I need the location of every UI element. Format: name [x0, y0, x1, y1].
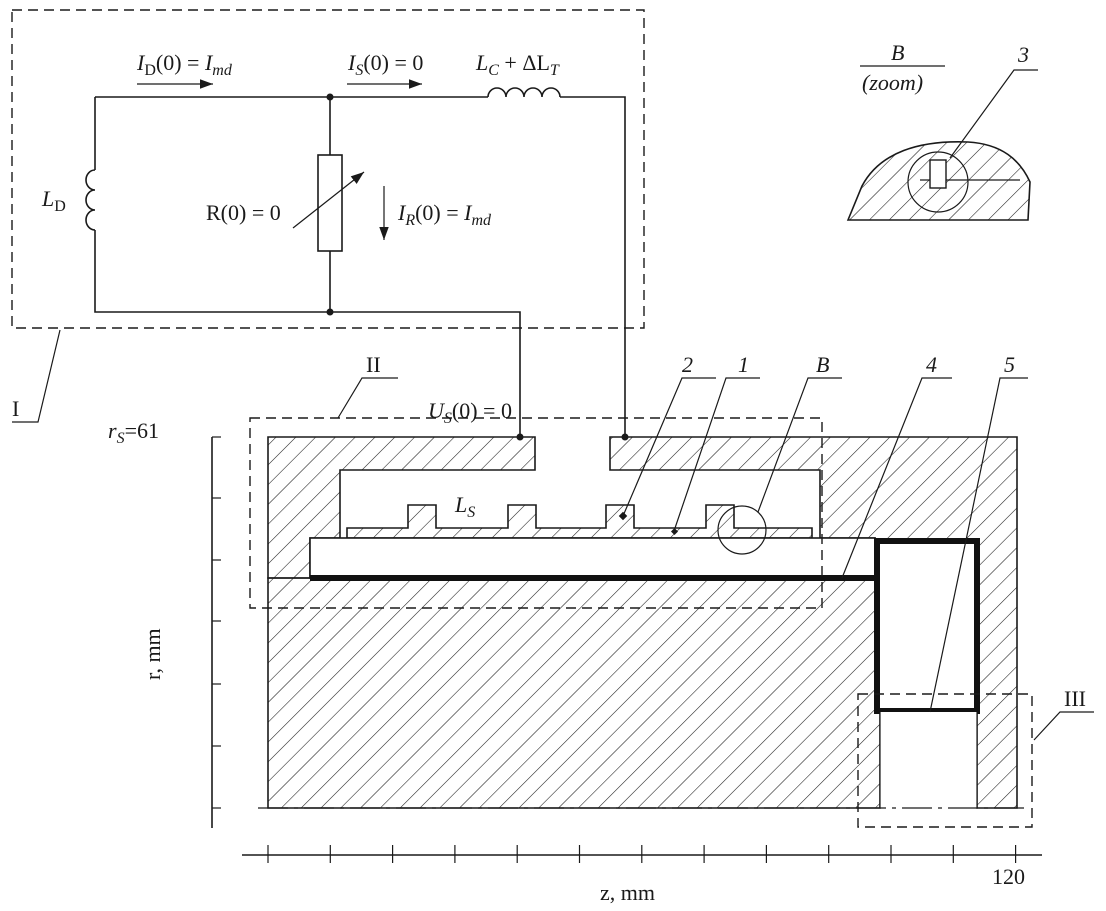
region-ii-label: II [366, 352, 381, 377]
marker-5: 5 [1004, 352, 1015, 377]
label-current-s: IS(0) = 0 [347, 50, 423, 79]
marker-1-leader [673, 377, 760, 532]
label-voltage-s: US(0) = 0 [428, 398, 512, 427]
marker-1-dot [670, 527, 679, 536]
terminal-dot [621, 433, 629, 441]
label-inductance-d: LD [41, 186, 66, 215]
marker-2: 2 [682, 352, 693, 377]
x-axis-label: z, mm [600, 880, 655, 905]
label-current-r: IR(0) = Imd [397, 200, 492, 229]
region-i-label: I [12, 396, 19, 421]
marker-5-leader [929, 377, 1028, 713]
resistor-body [317, 154, 343, 252]
marker-4-leader [841, 377, 952, 579]
axes: rS=61 r, mm z, mm 120 [108, 418, 1042, 905]
main-section: LS [258, 433, 1028, 809]
zoom-subtitle: (zoom) [862, 70, 923, 95]
zoom-title: B [891, 40, 904, 65]
region-iii-label: III [1064, 686, 1086, 711]
zoom-view: B (zoom) 3 [846, 40, 1038, 221]
region-ii-leader [337, 377, 398, 419]
marker-b: B [816, 352, 829, 377]
inductor-ld-coil [85, 169, 96, 231]
y-ticks [212, 436, 221, 809]
marker-1: 1 [738, 352, 749, 377]
lower-slot [880, 712, 977, 808]
thick-conductor-block [874, 538, 980, 714]
x-ticks [267, 845, 1017, 863]
zoom-slot [929, 159, 947, 189]
region-ii-boundary [249, 417, 823, 609]
junction-dot [326, 308, 334, 316]
region-b-circle [717, 505, 767, 555]
junction-dot [326, 93, 334, 101]
region-i-leader [12, 329, 61, 423]
label-inductance-c: LC + ΔLT [475, 50, 560, 79]
marker-b-leader [757, 377, 842, 513]
region-iii-boundary [857, 693, 1033, 828]
right-wire [560, 96, 626, 437]
inductor-lc-coil [487, 87, 561, 98]
terminal-dot [516, 433, 524, 441]
cavity-floor [346, 504, 813, 539]
zoom-marker-leader [949, 69, 1038, 159]
circuit-region: ID(0) = Imd IS(0) = 0 LC + ΔLT LD R(0) =… [11, 9, 645, 437]
label-current-d: ID(0) = Imd [136, 50, 233, 79]
variable-resistor-arrow [292, 171, 365, 229]
y-axis-label: r, mm [140, 628, 165, 680]
region-iii-leader [1033, 711, 1094, 741]
channel [309, 537, 876, 579]
marker-2-leader [622, 377, 716, 517]
region-i-boundary [11, 9, 645, 329]
label-inner-ls: LS [454, 492, 475, 521]
y-tick-rs: rS=61 [108, 418, 159, 447]
marker-4: 4 [926, 352, 937, 377]
label-resistance: R(0) = 0 [206, 200, 281, 225]
marker-3: 3 [1017, 42, 1029, 67]
x-tick-120: 120 [992, 864, 1025, 889]
zoom-circle [907, 151, 969, 213]
